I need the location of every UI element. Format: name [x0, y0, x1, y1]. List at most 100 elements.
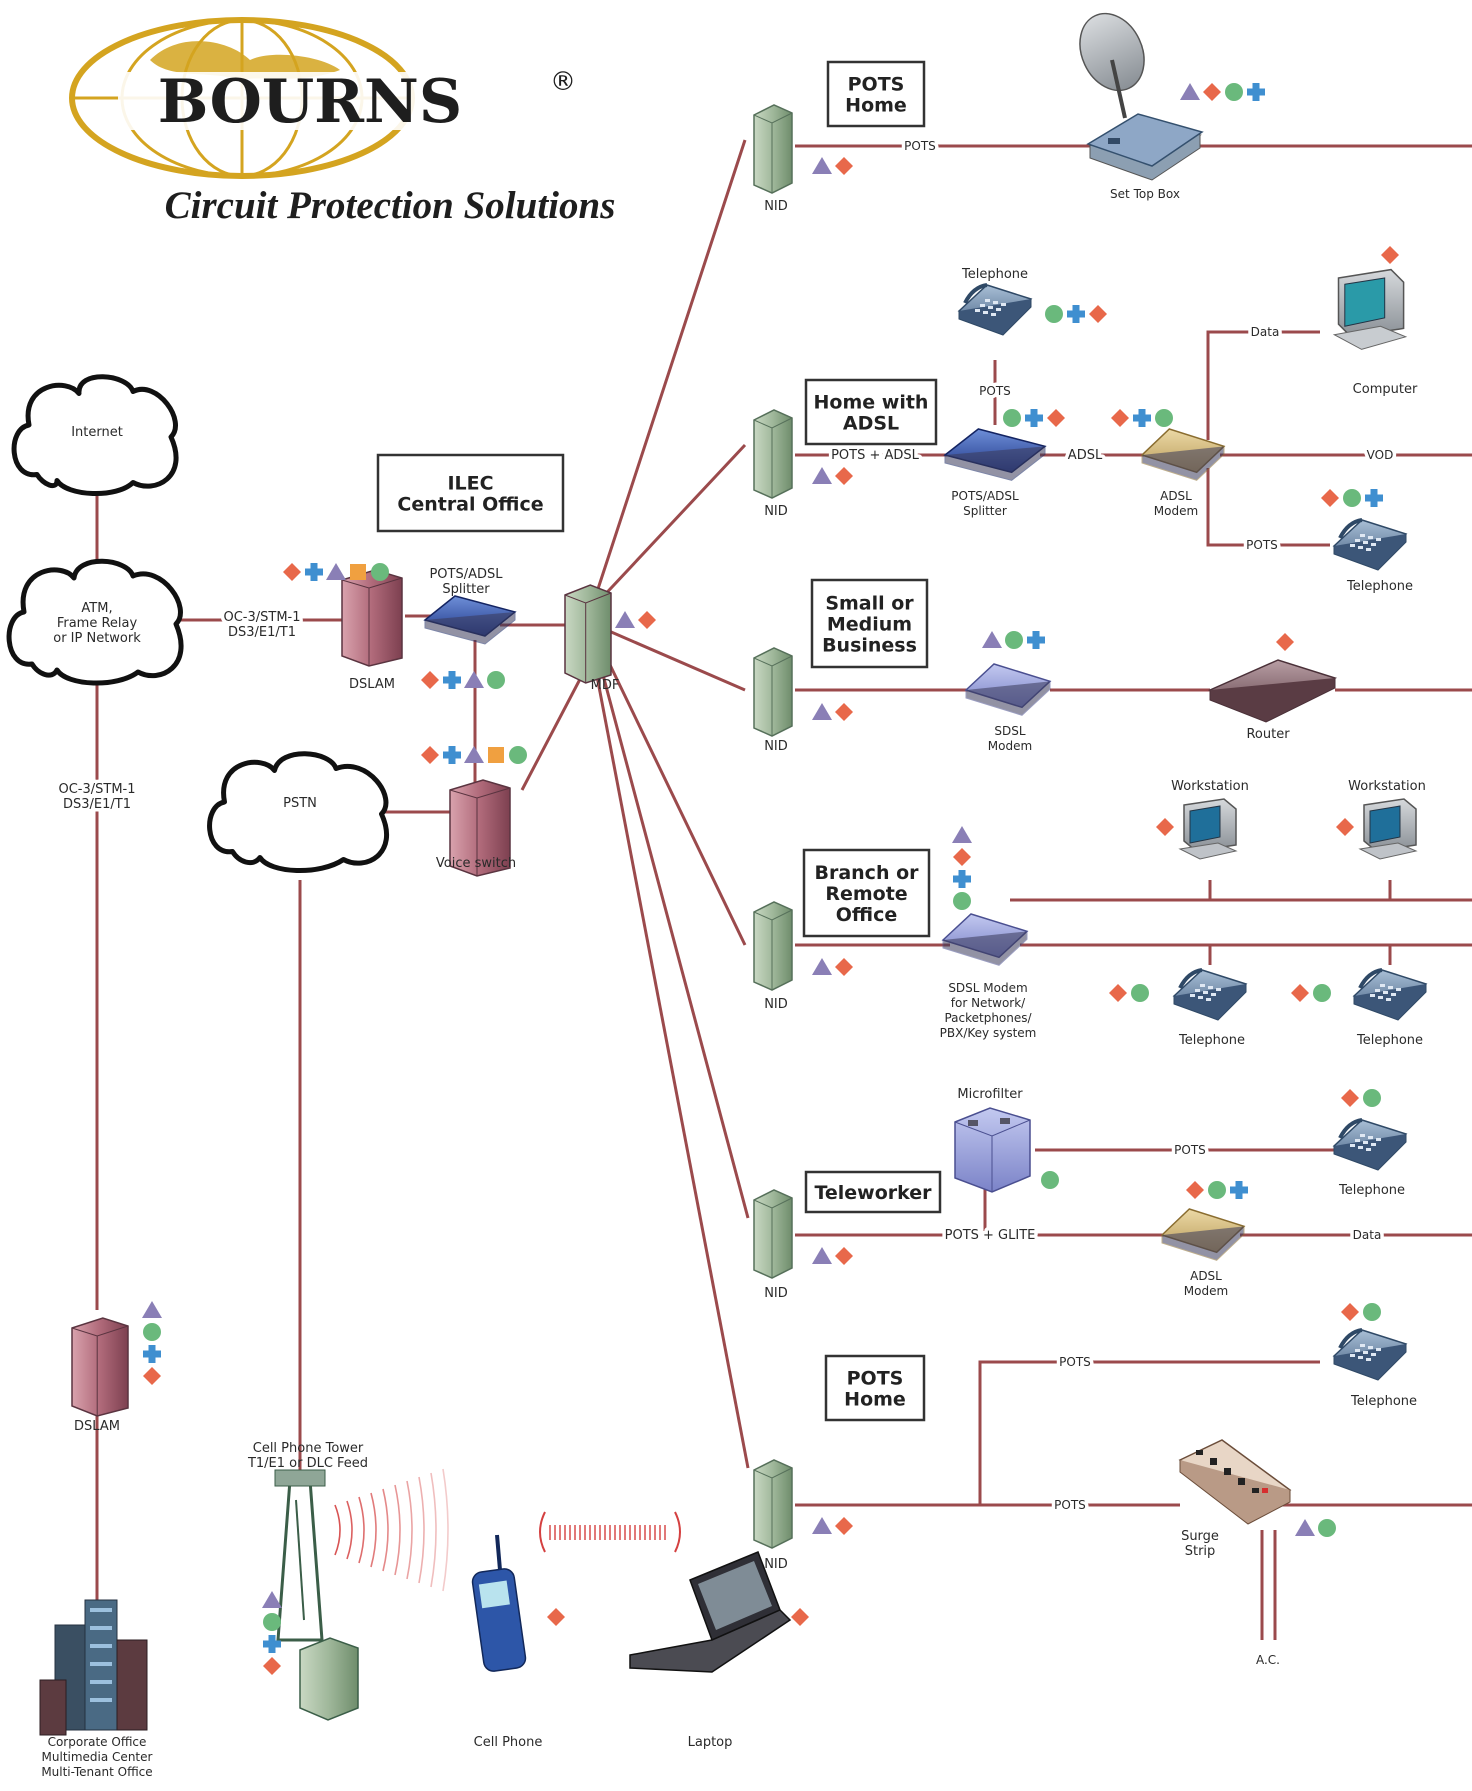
- set-top-box-label-line-1: Set Top Box: [1110, 187, 1180, 201]
- telephone-icon: [957, 283, 1033, 336]
- cross-marker-icon: [443, 671, 461, 689]
- circle-marker-icon: [1155, 409, 1173, 427]
- diamond-marker-icon: [1291, 984, 1309, 1002]
- adsl-modem-label-line-1: ADSL: [1160, 489, 1192, 503]
- surge-strip-icon: [1178, 1439, 1292, 1525]
- voice-switch-icon: [449, 779, 511, 877]
- diamond-marker-icon: [1203, 83, 1221, 101]
- circle-marker-icon: [1343, 489, 1361, 507]
- circle-marker-icon: [1363, 1303, 1381, 1321]
- diamond-marker-icon: [791, 1608, 809, 1626]
- diamond-marker-icon: [1186, 1181, 1204, 1199]
- workstation-label-2: Workstation: [1348, 779, 1426, 794]
- telephone-label-branch-2: Telephone: [1356, 1033, 1423, 1048]
- oc3-top-label-line-1: OC-3/STM-1: [223, 610, 300, 625]
- workstation-icon: [1358, 798, 1418, 860]
- diamond-marker-icon: [1111, 409, 1129, 427]
- laptop-label-line-1: Laptop: [688, 1735, 733, 1750]
- device-layer: [6, 12, 1428, 1736]
- cross-marker-icon: [143, 1345, 161, 1363]
- cross-marker-icon: [1230, 1181, 1248, 1199]
- diamond-marker-icon: [835, 467, 853, 485]
- triangle-marker-icon: [464, 746, 484, 763]
- diamond-marker-icon: [1089, 305, 1107, 323]
- pots-label-home2-top: POTS: [1059, 1355, 1091, 1369]
- ilec-box-frame: [376, 453, 565, 533]
- circle-marker-icon: [1318, 1519, 1336, 1537]
- adsl-modem-icon: [1140, 428, 1226, 481]
- cross-marker-icon: [1247, 83, 1265, 101]
- smb-box-text-2: Medium: [827, 614, 912, 636]
- smb-box: [810, 578, 929, 669]
- diamond-marker-icon: [835, 1247, 853, 1265]
- telephone-label-tele: Telephone: [1338, 1183, 1405, 1198]
- corporate-label-line-2: Multimedia Center: [42, 1750, 153, 1764]
- square-marker-icon: [488, 747, 504, 763]
- adsl-label: ADSL: [1068, 448, 1103, 463]
- ilec-box: [376, 453, 565, 533]
- nid-icon: [753, 409, 793, 499]
- adsl-modem-data: [1206, 330, 1320, 440]
- nid-label-5: NID: [764, 1286, 788, 1301]
- cell-tower-label-line-2: T1/E1 or DLC Feed: [247, 1456, 368, 1471]
- diamond-marker-icon: [1109, 984, 1127, 1002]
- telephone-label-adsl-bottom: Telephone: [1346, 579, 1413, 594]
- telephone-icon: [1352, 968, 1428, 1021]
- adsl-home-box-text-2: ADSL: [843, 413, 899, 435]
- teleworker-box: [804, 1170, 942, 1214]
- nid-icon: [753, 901, 793, 991]
- voice-switch-label-line-1: Voice switch: [436, 856, 516, 871]
- pots-label-adsl-vertical: POTS: [979, 384, 1011, 398]
- cell-tower-label-line-1: Cell Phone Tower: [253, 1441, 364, 1456]
- internet-cloud: [11, 374, 179, 496]
- mdf-feeder-3: [601, 626, 746, 692]
- circle-marker-icon: [1208, 1181, 1226, 1199]
- circle-marker-icon: [1041, 1171, 1059, 1189]
- branch-box-text-3: Office: [836, 904, 898, 926]
- teleworker-box-frame: [804, 1170, 942, 1214]
- teleworker-box-text-1: Teleworker: [814, 1182, 932, 1204]
- co-splitter-icon: [423, 595, 517, 645]
- nid-label-6: NID: [764, 1557, 788, 1572]
- dslam-left-label-line-1: DSLAM: [74, 1419, 120, 1434]
- tele-adsl-modem-icon: [1160, 1208, 1246, 1261]
- telephone-label-home2: Telephone: [1350, 1394, 1417, 1409]
- diamond-marker-icon: [547, 1608, 565, 1626]
- set-top-box-icon: [1086, 113, 1204, 181]
- pots-label-home2-bottom: POTS: [1054, 1498, 1086, 1512]
- pots2-box: [824, 1354, 926, 1422]
- cell-tower-icon: [274, 1469, 326, 1642]
- microfilter-icon: [954, 1107, 1031, 1193]
- smb-box-frame: [810, 578, 929, 669]
- ilec-box-text-1: ILEC: [447, 473, 493, 495]
- pots2-box-text-1: POTS: [847, 1368, 904, 1390]
- triangle-marker-icon: [812, 1247, 832, 1264]
- pots1-box: [826, 60, 926, 128]
- circle-marker-icon: [371, 563, 389, 581]
- dslam-co-icon: [341, 569, 403, 667]
- adsl-modem-pots: [1206, 468, 1330, 547]
- mdf-feeder-5: [593, 644, 750, 1219]
- adsl-splitter-label-line-2: Splitter: [963, 504, 1007, 518]
- diamond-marker-icon: [1276, 633, 1294, 651]
- mdf-label-line-1: MDF: [591, 678, 620, 693]
- pots-label-adsl-modem: POTS: [1246, 538, 1278, 552]
- mdf-icon: [564, 584, 612, 684]
- diamond-marker-icon: [953, 848, 971, 866]
- satellite-dish-icon: [1079, 12, 1145, 119]
- computer-label-line-1: Computer: [1353, 382, 1418, 397]
- diamond-marker-icon: [1341, 1303, 1359, 1321]
- adsl-home-box-frame: [804, 378, 938, 446]
- branch-sdsl-label-line-1: SDSL Modem: [948, 981, 1027, 995]
- smb-box-text-3: Business: [822, 635, 917, 657]
- router-label-line-1: Router: [1246, 727, 1290, 742]
- cell-phone-icon: [471, 1534, 527, 1672]
- triangle-marker-icon: [326, 563, 346, 580]
- atm-label-line-2: Frame Relay: [57, 616, 138, 631]
- adsl-home-box-text-1: Home with: [814, 392, 929, 414]
- router-icon: [1207, 659, 1338, 723]
- computer-icon: [1332, 268, 1408, 350]
- cross-marker-icon: [1025, 409, 1043, 427]
- branch-box-text-2: Remote: [825, 883, 907, 905]
- branch-sdsl-label-line-2: for Network/: [951, 996, 1026, 1010]
